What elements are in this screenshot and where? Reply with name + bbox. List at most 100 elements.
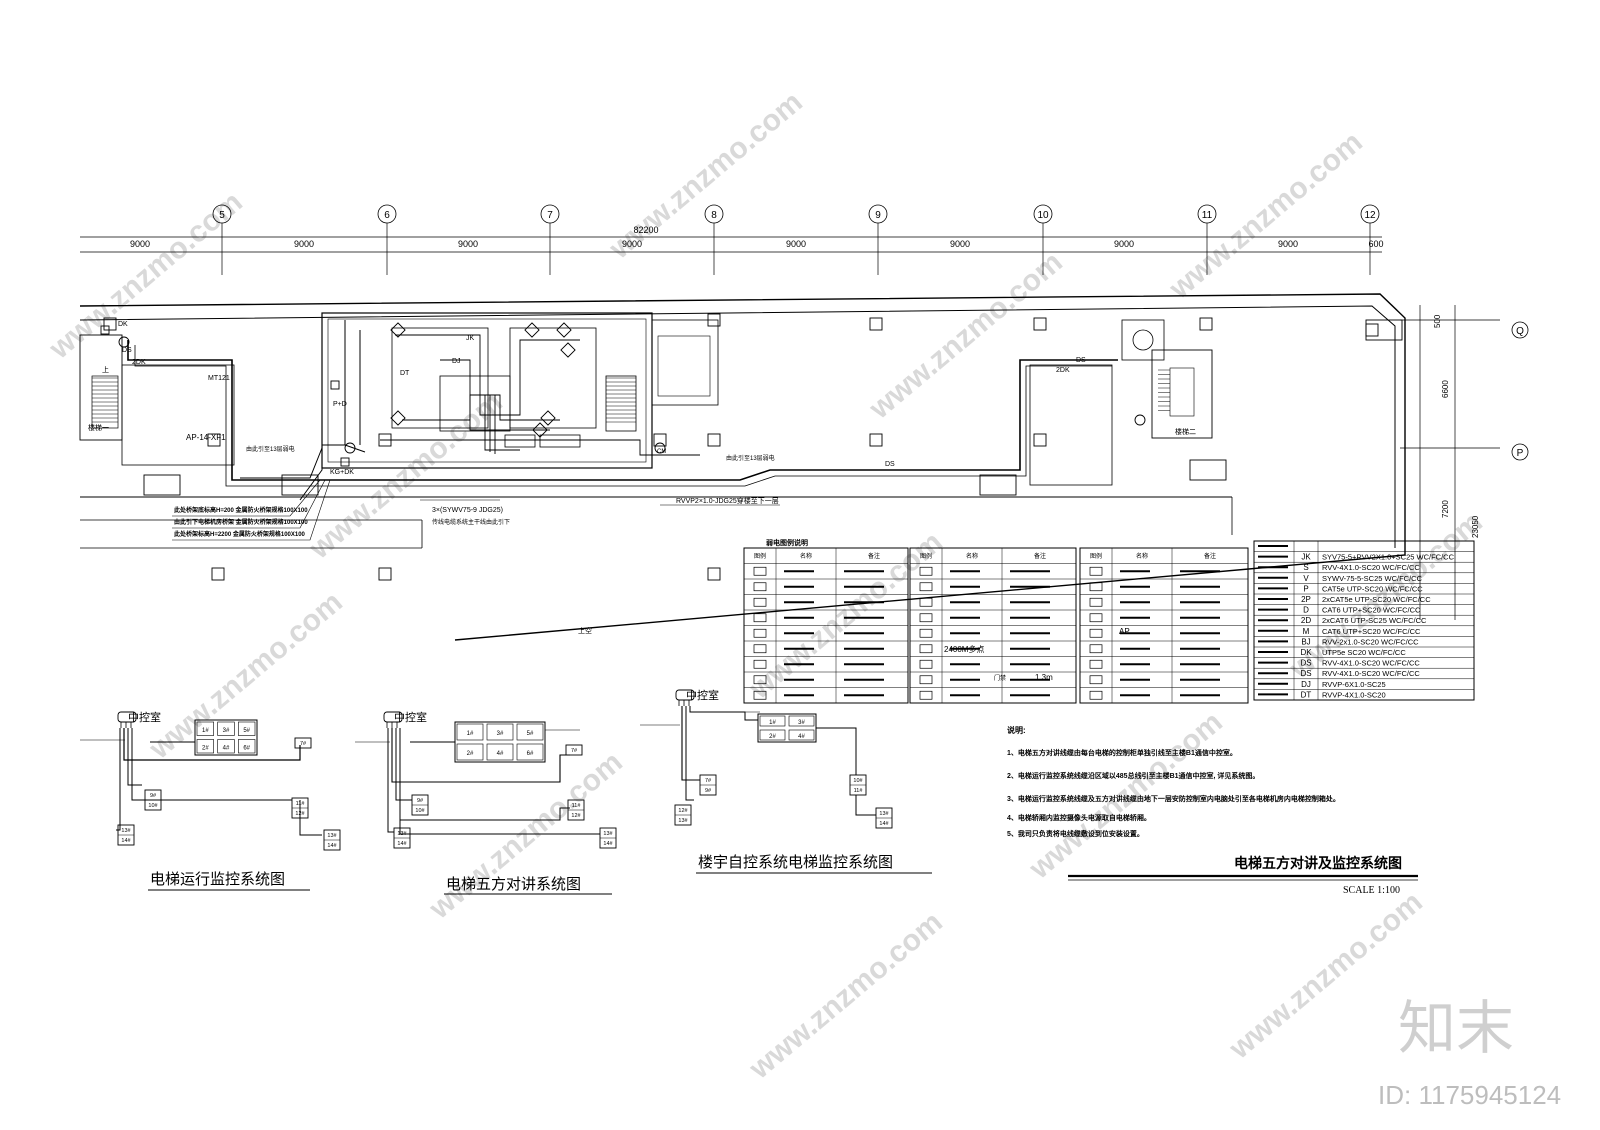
legend-head: 名称 [966, 552, 978, 560]
dim-500: 500 [1433, 314, 1442, 328]
camera-symbol [556, 322, 572, 338]
elevator-core [321, 312, 719, 469]
stair-one: 楼梯一 上 [79, 334, 123, 441]
unit-label: 14# [121, 838, 131, 844]
bay-dimension: 9000 [458, 239, 478, 249]
column [653, 433, 667, 447]
column [378, 567, 392, 581]
system-diagrams: 中控室1#3#5#2#4#6#7#9#10#11#12#13#14#13#14#… [80, 688, 893, 851]
unit-label: 13# [678, 818, 688, 824]
row-label-p: P [1517, 448, 1524, 459]
cable-spec: CAT6 UTP+SC20 WC/FC/CC [1322, 627, 1421, 636]
unit-label: 9# [705, 788, 712, 794]
column [707, 567, 721, 581]
unit-label: 9# [150, 793, 157, 799]
brand-logo: 知末 [1398, 996, 1514, 1061]
diagram-title-3: 楼宇自控系统电梯监控系统图 [698, 854, 893, 871]
cable-spec: RVVP-6X1.0-SC25 [1322, 680, 1386, 689]
legend-symbol [1089, 613, 1103, 623]
watermark-text: www.znzmo.com [863, 245, 1069, 426]
legend-head: 名称 [1136, 552, 1148, 560]
code-ds: DS [122, 347, 132, 354]
device-box [330, 380, 340, 390]
bay-dimension: 9000 [950, 239, 970, 249]
legend-head: 备注 [1204, 552, 1216, 560]
cable-code: D [1303, 606, 1309, 615]
legend-symbol [919, 659, 933, 669]
cable-spec: 2xCAT6 UTP-SC25 WC/FC/CC [1322, 616, 1427, 625]
legend-symbol [753, 613, 767, 623]
unit-label: 1# [202, 728, 209, 734]
cable-spec: RVV-2x1.0-SC20 WC/FC/CC [1322, 637, 1419, 646]
cable-code: V [1303, 574, 1309, 583]
device-symbol [344, 442, 356, 454]
column [1033, 317, 1047, 331]
column-large [1189, 459, 1227, 481]
legend-symbol [919, 628, 933, 638]
unit-label: 14# [879, 821, 889, 827]
cable-spec: RVV-4X1.0-SC20 WC/FC/CC [1322, 659, 1420, 668]
stair-two: 楼梯二 [1121, 319, 1213, 439]
bay-dimension: 9000 [1114, 239, 1134, 249]
legend-symbol [1089, 582, 1103, 592]
column [207, 433, 221, 447]
code-jk: JK [466, 335, 475, 342]
legend-symbol [1089, 644, 1103, 654]
camera-symbol [390, 322, 406, 338]
code-2dk-right: 2DK [1056, 367, 1070, 374]
cable-code-labels: DK DS DJ DT JK 2DK P+D KG+DK CM DS 2DK D… [118, 321, 1086, 476]
legend-head: 图例 [920, 552, 932, 560]
control-cabinet [757, 713, 817, 743]
tray-note-1: 此处桥架底标高H=200 金属防火桥架规格100X100 [174, 506, 308, 514]
cable-spec: CAT6 UTP+SC20 WC/FC/CC [1322, 606, 1421, 615]
note-3: 3、电梯运行监控系统线缆及五方对讲线缆由地下一层安防控制室内电脑处引至各电梯机房… [1007, 794, 1340, 803]
legend-symbol [919, 644, 933, 654]
legend-symbol [919, 613, 933, 623]
cable-code: DJ [1301, 680, 1311, 689]
unit-label: 2# [467, 751, 474, 757]
legend-text-ap: AP [1119, 627, 1130, 636]
cable-code: S [1303, 563, 1308, 572]
code-dk: DK [118, 321, 128, 328]
camera-symbol [524, 322, 540, 338]
cable-code: 2P [1301, 595, 1311, 604]
watermark-text: www.znzmo.com [1163, 125, 1369, 306]
code-2dk: 2DK [132, 359, 146, 366]
axis-label: 8 [711, 210, 717, 221]
rvvp-note: RVVP2×1.0-JDG25穿楼至下一层 [676, 496, 779, 505]
cable-routes [127, 320, 1396, 548]
unit-label: 12# [295, 811, 305, 817]
bay-dimension: 9000 [294, 239, 314, 249]
device-box [340, 457, 350, 467]
bay-dimension: 9000 [1278, 239, 1298, 249]
legend-title: 弱电图例说明 [766, 538, 808, 547]
column [103, 317, 117, 331]
unit-label: 4# [223, 745, 230, 751]
cable-code: DS [1300, 659, 1311, 668]
cable-code: BJ [1301, 637, 1310, 646]
unit-label: 1# [467, 731, 474, 737]
unit-box [294, 737, 312, 749]
unit-label: 6# [243, 745, 250, 751]
note-1: 1、电梯五方对讲线缆由每台电梯的控制柜单独引线至主楼B1通信中控室。 [1007, 748, 1237, 757]
floor-plan: 楼梯一 上 AP-14-XF1 MT121 楼梯二 [79, 293, 1406, 641]
stair-up-label: 上 [102, 365, 109, 374]
note-4: 4、电梯轿厢内监控摄像头电源取自电梯轿厢。 [1007, 813, 1151, 822]
id-label: ID: 1175945124 [1378, 1080, 1561, 1110]
bay-dimension: 9000 [622, 239, 642, 249]
legend-symbol [753, 644, 767, 654]
unit-label: 3# [223, 728, 230, 734]
unit-label: 13# [397, 831, 407, 837]
sheet-title: 电梯五方对讲及监控系统图 [1234, 855, 1402, 871]
cable-code: M [1303, 627, 1310, 636]
unit-label: 5# [527, 731, 534, 737]
scale-label: SCALE 1:100 [1343, 885, 1400, 896]
stair-one-label: 楼梯一 [88, 423, 109, 432]
axis-label: 5 [219, 210, 225, 221]
column [211, 567, 225, 581]
code-pd: P+D [333, 401, 347, 408]
